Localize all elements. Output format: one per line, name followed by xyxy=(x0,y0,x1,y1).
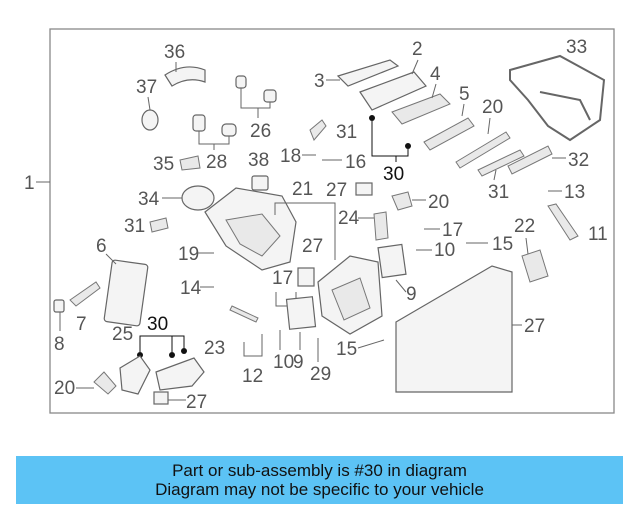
motor-part-28b xyxy=(221,123,237,137)
callout-22[interactable]: 22 xyxy=(514,216,535,237)
callout-24[interactable]: 24 xyxy=(338,208,360,229)
parts-tray-27 xyxy=(395,265,513,393)
bracket-part-38 xyxy=(251,175,269,191)
callout-27-middle[interactable]: 27 xyxy=(302,236,323,257)
callout-15-bottom[interactable]: 15 xyxy=(336,339,357,360)
callout-20-left[interactable]: 20 xyxy=(54,378,75,399)
callout-3[interactable]: 3 xyxy=(314,71,325,92)
rod-part-12 xyxy=(229,305,259,323)
evaporator-part-6 xyxy=(103,259,149,327)
callout-17-right[interactable]: 17 xyxy=(442,220,463,241)
callout-26[interactable]: 26 xyxy=(250,121,271,142)
callout-6[interactable]: 6 xyxy=(96,236,107,257)
callout-36[interactable]: 36 xyxy=(164,42,185,63)
valve-part-8 xyxy=(53,299,65,313)
callout-13[interactable]: 13 xyxy=(564,182,585,203)
callout-4[interactable]: 4 xyxy=(430,64,441,85)
callout-14[interactable]: 14 xyxy=(180,278,202,299)
hvac-unit-detail xyxy=(331,277,371,321)
clip-part-31-top xyxy=(309,119,327,141)
callout-20-center[interactable]: 20 xyxy=(428,192,449,213)
leader-30-top xyxy=(371,121,409,157)
sensor-part-26a xyxy=(235,75,247,89)
diagram-frame xyxy=(49,28,615,414)
callout-11[interactable]: 11 xyxy=(588,224,608,245)
clip-part-30-b xyxy=(169,352,175,358)
motor-part-28a xyxy=(192,114,206,132)
duct-part-3 xyxy=(336,59,400,87)
pipe-part-22 xyxy=(521,249,549,283)
callout-18[interactable]: 18 xyxy=(280,146,301,167)
filter-part-27-middle xyxy=(297,267,315,287)
callout-37[interactable]: 37 xyxy=(136,77,157,98)
duct-part-23 xyxy=(155,357,205,391)
wire-harness-part-33 xyxy=(509,54,606,142)
duct-part-2 xyxy=(359,71,427,111)
parts-diagram: 1 36 37 26 28 35 38 34 31 19 21 6 7 8 14… xyxy=(24,28,615,414)
callout-38[interactable]: 38 xyxy=(248,150,269,171)
callout-10-middle[interactable]: 10 xyxy=(273,352,294,373)
banner-line-2: Diagram may not be specific to your vehi… xyxy=(155,480,484,499)
callout-31-right[interactable]: 31 xyxy=(488,182,509,203)
callout-9-middle[interactable]: 9 xyxy=(293,352,304,373)
callout-15-right[interactable]: 15 xyxy=(492,234,513,255)
banner-line-1: Part or sub-assembly is #30 in diagram xyxy=(172,461,467,480)
duct-part-25 xyxy=(119,355,151,395)
leader-30-bottom xyxy=(139,335,185,352)
seal-ring-part-37 xyxy=(141,109,159,131)
callout-21[interactable]: 21 xyxy=(292,179,313,200)
callout-8[interactable]: 8 xyxy=(54,334,65,355)
callout-32[interactable]: 32 xyxy=(568,150,589,171)
callout-34[interactable]: 34 xyxy=(138,189,160,210)
callout-19[interactable]: 19 xyxy=(178,244,199,265)
callout-29[interactable]: 29 xyxy=(310,364,331,385)
clip-part-30-c xyxy=(181,348,187,354)
callout-35[interactable]: 35 xyxy=(153,154,174,175)
callout-27-left[interactable]: 27 xyxy=(186,392,207,413)
seal-part-20-right xyxy=(455,131,511,169)
blower-part-34 xyxy=(181,185,215,211)
callout-7[interactable]: 7 xyxy=(76,314,87,335)
callout-30-bottom[interactable]: 30 xyxy=(147,314,168,335)
filter-part-9-middle xyxy=(285,296,317,330)
filter-part-27-left xyxy=(153,391,169,405)
hose-part-20-center xyxy=(391,191,413,211)
callout-10-right[interactable]: 10 xyxy=(434,240,455,261)
callout-33[interactable]: 33 xyxy=(566,37,587,58)
callout-20-right[interactable]: 20 xyxy=(482,97,503,118)
duct-part-36 xyxy=(164,66,206,87)
housing-detail xyxy=(225,213,281,257)
actuator-part-35 xyxy=(179,155,201,171)
clip-part-31-left xyxy=(149,217,169,233)
callout-28[interactable]: 28 xyxy=(206,152,227,173)
seal-part-32 xyxy=(507,145,553,175)
callout-31-left[interactable]: 31 xyxy=(124,216,145,237)
bracket-part-24 xyxy=(373,211,389,241)
info-banner: Part or sub-assembly is #30 in diagram D… xyxy=(16,456,623,504)
clip-part-30-top-a xyxy=(369,115,375,121)
callout-5[interactable]: 5 xyxy=(459,84,470,105)
callout-12[interactable]: 12 xyxy=(242,366,263,387)
callout-27-right[interactable]: 27 xyxy=(524,316,545,337)
callout-17-middle[interactable]: 17 xyxy=(272,268,293,289)
callout-16[interactable]: 16 xyxy=(345,152,366,173)
callout-9-right[interactable]: 9 xyxy=(406,284,417,305)
hose-part-20-left xyxy=(93,371,117,395)
callout-25[interactable]: 25 xyxy=(112,324,133,345)
callout-23[interactable]: 23 xyxy=(204,338,225,359)
sensor-part-26b xyxy=(263,89,277,103)
pipe-part-11 xyxy=(547,203,579,241)
seal-part-31-right xyxy=(477,149,525,177)
callout-31-top[interactable]: 31 xyxy=(336,122,357,143)
callout-27-center[interactable]: 27 xyxy=(326,180,347,201)
filter-part-27-center xyxy=(355,182,373,196)
filter-part-9-right xyxy=(377,243,407,279)
callout-2[interactable]: 2 xyxy=(412,39,423,60)
duct-part-5 xyxy=(423,117,475,151)
callout-30-top[interactable]: 30 xyxy=(383,164,404,185)
pipe-part-7 xyxy=(69,281,101,307)
callout-1: 1 xyxy=(24,173,35,194)
clip-part-30-top-b xyxy=(405,143,411,149)
duct-part-4 xyxy=(391,93,451,125)
